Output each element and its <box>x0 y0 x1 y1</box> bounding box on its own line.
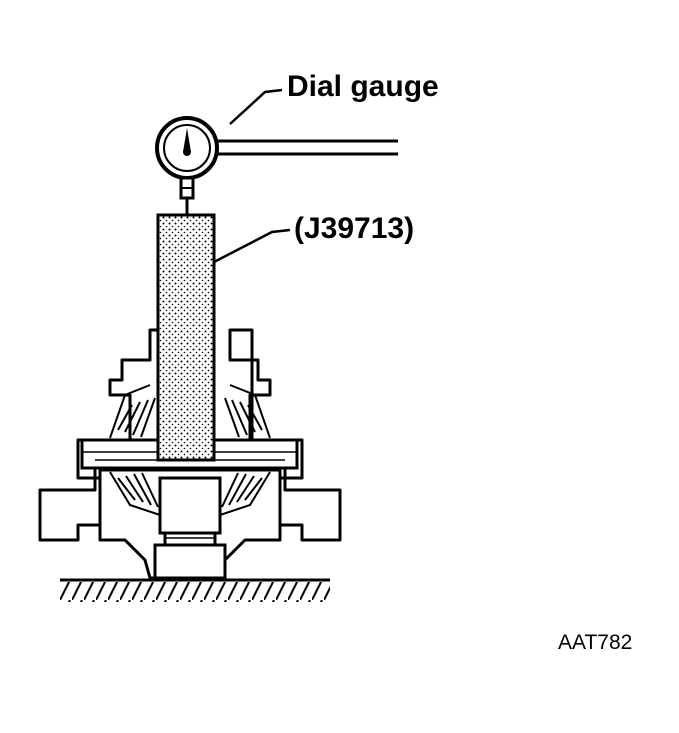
dial-gauge <box>155 116 398 215</box>
dial-gauge-label: Dial gauge <box>287 70 439 103</box>
figure-code-label: AAT782 <box>558 631 633 654</box>
lower-hub <box>153 476 227 580</box>
ground-base <box>60 578 330 602</box>
lower-side-gear <box>109 471 271 516</box>
special-tool-j39713 <box>156 213 216 462</box>
upper-side-gear <box>109 384 271 439</box>
tool-number-label: (J39713) <box>294 212 415 245</box>
leader-lines <box>213 88 291 264</box>
